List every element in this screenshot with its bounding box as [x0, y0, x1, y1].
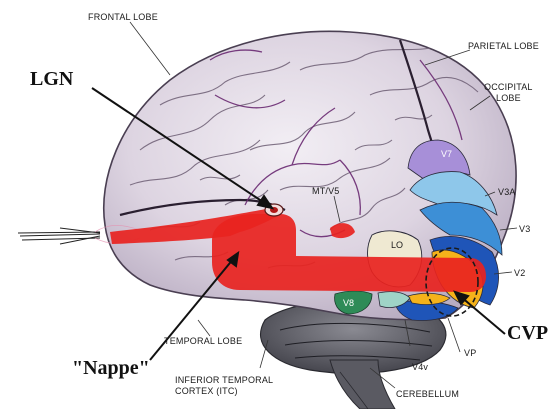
optic-nerve-lines — [18, 228, 100, 244]
frontal-lobe-label: FRONTAL LOBE — [88, 12, 158, 22]
cvp-callout-label: CVP — [507, 322, 548, 344]
occipital-lobe-label-line2: LOBE — [496, 93, 521, 103]
v8-label: V8 — [343, 298, 354, 308]
v3-label: V3 — [519, 224, 530, 234]
cerebellum-label: CEREBELLUM — [396, 389, 459, 399]
v7-label: V7 — [441, 149, 452, 159]
occipital-lobe-label-line1: OCCIPITAL — [484, 82, 533, 92]
v4v-label: V4v — [412, 362, 428, 372]
mt-v5-label: MT/V5 — [312, 186, 340, 196]
lgn-callout-label: LGN — [30, 68, 73, 90]
parietal-lobe-label: PARIETAL LOBE — [468, 41, 539, 51]
v2-label: V2 — [514, 268, 525, 278]
nappe-callout-label: "Nappe" — [72, 357, 150, 379]
v3a-label: V3A — [498, 187, 516, 197]
temporal-lobe-label: TEMPORAL LOBE — [164, 336, 242, 346]
lo-label: LO — [391, 240, 403, 250]
itc-label-line1: INFERIOR TEMPORAL — [175, 375, 273, 385]
itc-label-line2: CORTEX (ITC) — [175, 386, 238, 396]
vp-label: VP — [464, 348, 476, 358]
